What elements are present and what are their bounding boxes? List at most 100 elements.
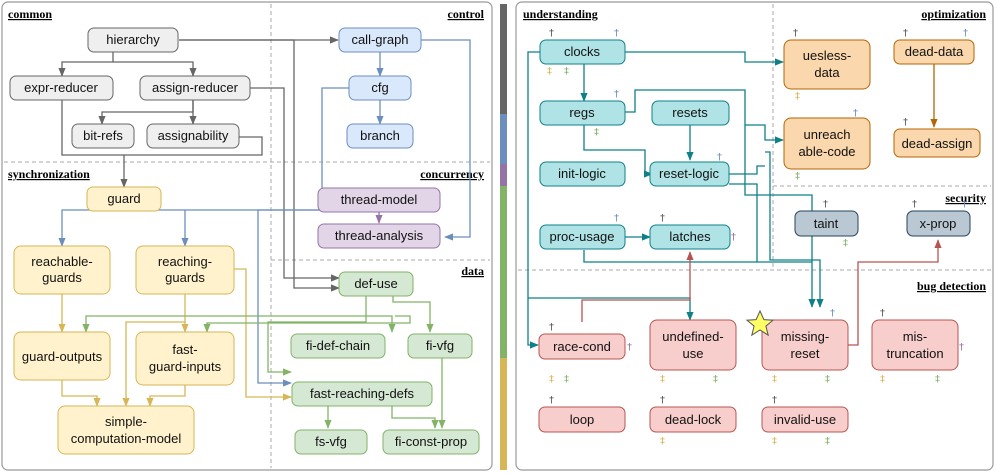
dagger-marker: ‡ (772, 436, 777, 447)
node-reset-logic[interactable]: reset-logic (649, 161, 730, 187)
node-fast-reaching-defs[interactable]: fast-reaching-defs (291, 381, 433, 407)
node-thread-model[interactable]: thread-model (317, 187, 441, 213)
dagger-marker: † (614, 213, 619, 224)
svg-text:reset: reset (791, 346, 820, 361)
dagger-marker: ‡ (549, 374, 554, 385)
category-color-strip (500, 4, 507, 470)
dagger-marker: † (660, 395, 665, 406)
node-simple-computation-model[interactable]: simple- computation-model (57, 405, 195, 455)
node-thread-analysis[interactable]: thread-analysis (317, 223, 441, 249)
dagger-marker: † (823, 199, 828, 210)
node-fs-vfg[interactable]: fs-vfg (294, 429, 368, 455)
node-init-logic[interactable]: init-logic (539, 161, 626, 187)
svg-text:fs-vfg: fs-vfg (315, 434, 347, 449)
edges (58, 36, 942, 429)
node-hierarchy[interactable]: hierarchy (87, 27, 179, 53)
svg-text:cfg: cfg (371, 80, 388, 95)
star-icon (745, 309, 775, 337)
node-cfg[interactable]: cfg (348, 75, 412, 101)
dagger-marker: † (549, 322, 554, 333)
node-expr-reducer[interactable]: expr-reducer (9, 75, 114, 101)
node-reaching-guards[interactable]: reaching- guards (135, 245, 235, 295)
node-dead-data[interactable]: dead-data (893, 39, 975, 65)
node-assign-reducer[interactable]: assign-reducer (139, 75, 251, 101)
node-loop[interactable]: loop (538, 406, 626, 433)
svg-text:bit-refs: bit-refs (83, 128, 123, 143)
node-fi-const-prop[interactable]: fi-const-prop (382, 429, 480, 455)
svg-text:use: use (683, 346, 704, 361)
dagger-marker: ‡ (594, 127, 599, 138)
svg-text:guards: guards (42, 270, 82, 285)
node-reachable-guards[interactable]: reachable- guards (13, 245, 111, 295)
node-dead-assign[interactable]: dead-assign (893, 128, 981, 158)
svg-text:fast-: fast- (172, 342, 197, 357)
svg-text:latches: latches (669, 229, 711, 244)
svg-text:undefined-: undefined- (662, 329, 723, 344)
node-call-graph[interactable]: call-graph (338, 27, 422, 53)
node-assignability[interactable]: assignability (146, 123, 240, 149)
svg-text:uesless-: uesless- (803, 48, 851, 63)
svg-text:assignability: assignability (158, 128, 229, 143)
node-x-prop[interactable]: x-prop (906, 210, 971, 237)
node-race-cond[interactable]: race-cond (538, 333, 626, 360)
section-title-data: data (461, 264, 484, 278)
svg-text:fast-reaching-defs: fast-reaching-defs (310, 386, 415, 401)
svg-text:dead-data: dead-data (905, 44, 964, 59)
section-title-optimization: optimization (921, 7, 986, 21)
node-fi-def-chain[interactable]: fi-def-chain (290, 333, 386, 359)
node-guard-outputs[interactable]: guard-outputs (13, 331, 111, 381)
node-mis-truncation[interactable]: mis- truncation (871, 319, 959, 371)
svg-text:able-code: able-code (798, 144, 855, 159)
svg-text:init-logic: init-logic (558, 166, 606, 181)
svg-text:reset-logic: reset-logic (659, 166, 719, 181)
dagger-marker: † (772, 395, 777, 406)
dagger-marker: † (962, 199, 967, 210)
dagger-marker: ‡ (547, 66, 552, 77)
dagger-marker: † (903, 28, 908, 39)
node-branch[interactable]: branch (346, 123, 414, 149)
node-latches[interactable]: latches (649, 224, 731, 250)
node-guard[interactable]: guard (86, 186, 162, 212)
svg-text:fi-const-prop: fi-const-prop (395, 434, 467, 449)
dagger-marker: † (549, 28, 554, 39)
node-resets[interactable]: resets (651, 100, 730, 126)
node-regs[interactable]: regs (539, 100, 626, 126)
svg-text:missing-: missing- (781, 329, 829, 344)
svg-text:reaching-: reaching- (158, 254, 212, 269)
node-bit-refs[interactable]: bit-refs (71, 123, 135, 149)
node-invalid-use[interactable]: invalid-use (761, 406, 849, 433)
node-proc-usage[interactable]: proc-usage (539, 224, 626, 250)
node-def-use[interactable]: def-use (338, 271, 414, 297)
node-taint[interactable]: taint (794, 210, 859, 237)
dagger-marker: † (830, 308, 835, 319)
svg-text:assign-reducer: assign-reducer (152, 80, 239, 95)
node-clocks[interactable]: clocks (539, 39, 626, 65)
node-fi-vfg[interactable]: fi-vfg (407, 333, 473, 359)
svg-text:unreach: unreach (804, 127, 851, 142)
svg-text:thread-model: thread-model (341, 192, 418, 207)
dagger-marker: ‡ (713, 374, 718, 385)
svg-text:guards: guards (165, 270, 205, 285)
dagger-marker: ‡ (825, 436, 830, 447)
dagger-marker: ‡ (564, 374, 569, 385)
svg-text:guard-outputs: guard-outputs (22, 349, 103, 364)
node-missing-reset[interactable]: missing- reset (761, 319, 849, 371)
svg-text:clocks: clocks (564, 44, 601, 59)
node-fast-guard-inputs[interactable]: fast- guard-inputs (135, 331, 235, 386)
svg-text:hierarchy: hierarchy (106, 32, 160, 47)
node-unreachable-code[interactable]: unreach able-code (783, 117, 871, 170)
dagger-marker: ‡ (843, 238, 848, 249)
section-title-security: security (945, 191, 986, 205)
svg-text:call-graph: call-graph (351, 32, 408, 47)
dagger-marker: ‡ (825, 374, 830, 385)
svg-text:data: data (814, 65, 840, 80)
node-dead-lock[interactable]: dead-lock (649, 406, 737, 433)
svg-text:x-prop: x-prop (920, 216, 957, 231)
dagger-marker: ‡ (660, 436, 665, 447)
node-undefined-use[interactable]: undefined- use (649, 319, 737, 371)
svg-text:dead-assign: dead-assign (902, 136, 973, 151)
node-useless-data[interactable]: uesless- data (783, 39, 871, 90)
dagger-marker: † (614, 89, 619, 100)
dagger-marker: † (549, 395, 554, 406)
